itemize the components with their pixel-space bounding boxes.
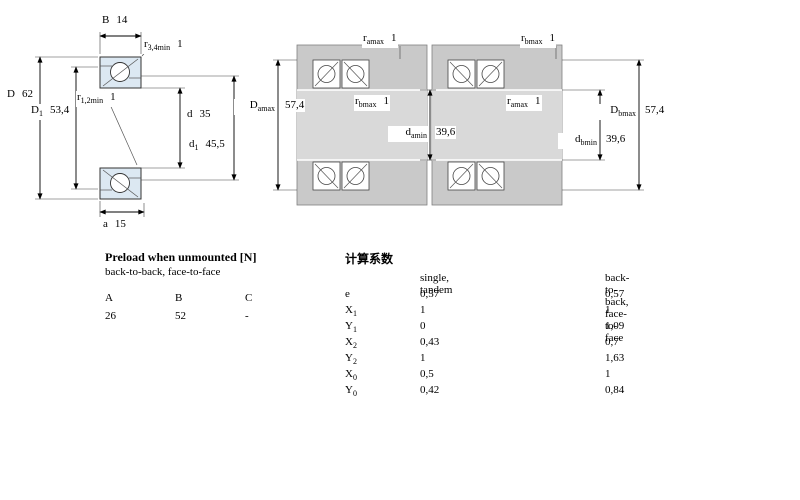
factor-row-y1: Y1 0 1,09 [345,320,625,335]
factors-col1-header: single, tandem [420,272,453,296]
factors-title: 计算系数 [345,252,394,266]
preload-value-b: 52 [175,310,186,322]
factors-header-row: single, tandem back-to-back, face-to-fac… [345,272,629,344]
preload-subtitle: back-to-back, face-to-face [105,266,221,278]
dim-damin-symbol: damin [388,126,428,143]
mounting-arrangement-left [296,44,428,206]
dim-damin-line [420,89,436,161]
dim-D-line [35,56,98,200]
dim-Dbmax-value: 57,4 [644,104,666,117]
factor-row-y0: Y0 0,42 0,84 [345,384,625,399]
preload-value-a: 26 [105,310,116,322]
factor-row-x1: X1 1 1 [345,304,611,319]
preload-value-row: 26 52 - [105,310,315,328]
preload-table: Preload when unmounted [N] back-to-back,… [105,250,315,328]
preload-header-c: C [245,292,253,304]
factor-row-e: e 0,57 0,57 [345,288,625,300]
dim-dbmin-line [562,89,605,161]
factor-row-x2: X2 0,43 0,7 [345,336,619,351]
dim-Dbmax-line [562,59,644,191]
preload-header-a: A [105,292,113,304]
calculation-factors-table: 计算系数 single, tandem back-to-back, face-t… [345,250,629,400]
dim-Damax-symbol: Damax [234,99,276,116]
preload-value-c: - [245,310,249,322]
dim-dbmin-value: 39,6 [605,133,627,146]
shaft-right [432,90,562,160]
dim-Damax-line [273,59,297,191]
preload-header-b: B [175,292,183,304]
dim-d1-line [141,75,239,181]
dim-Dbmax-symbol: Dbmax [597,104,637,121]
bearing-cross-section [99,56,142,200]
dim-damin-value: 39,6 [435,126,457,139]
factor-row-y2: Y2 1 1,63 [345,352,625,367]
factors-col2-header: back-to-back, face-to-face [605,272,630,344]
preload-title: Preload when unmounted [N] [105,250,257,264]
dim-B-line [99,32,142,54]
dim-dbmin-symbol: dbmin [558,133,598,150]
dim-d-line [141,87,185,169]
ball-top [110,62,130,82]
dim-a-line [99,201,145,217]
dim-D1-line [71,66,98,190]
dim-Damax-value: 57,4 [284,99,306,112]
preload-header-row: A B C [105,292,315,310]
factor-row-x0: X0 0,5 1 [345,368,611,383]
mounting-arrangement-right [431,44,563,206]
